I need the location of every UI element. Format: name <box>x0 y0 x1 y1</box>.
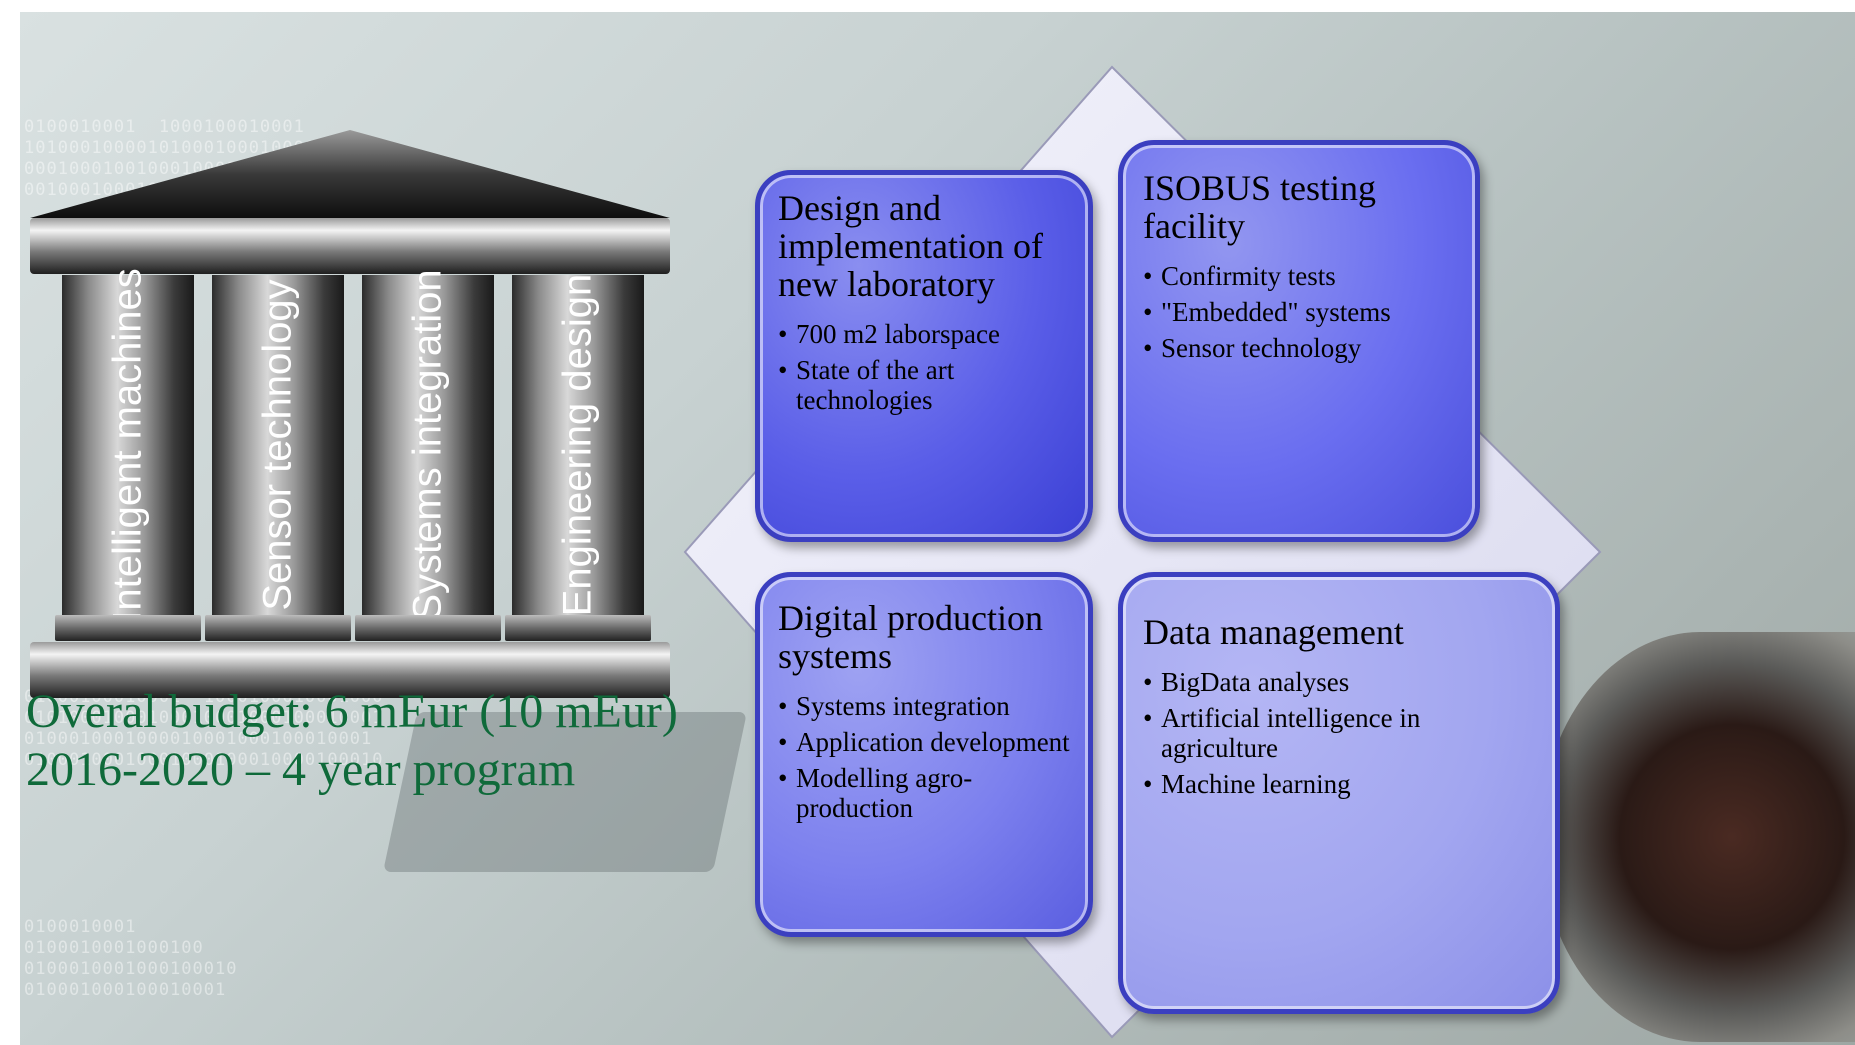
slide-background: 0100010001 1000100010001 101000100001010… <box>20 12 1855 1045</box>
list-item: Machine learning <box>1143 769 1539 799</box>
list-item: Artificial intelligence in agriculture <box>1143 703 1539 763</box>
pillar-label: Engineering design <box>555 273 600 617</box>
pillar-label: Intelligent machines <box>105 268 150 622</box>
pillar-base <box>55 615 201 641</box>
temple-architrave <box>30 218 670 274</box>
temple-foundation <box>30 642 670 698</box>
quadrant-title: Design and implementation of new laborat… <box>778 188 1043 304</box>
quadrant-digital-production: Digital production systems Systems integ… <box>755 572 1093 937</box>
quadrant-data-management: Data management BigData analyses Artific… <box>1118 572 1560 1014</box>
pillar-sensor-technology: Sensor technology <box>212 275 344 615</box>
pillar-engineering-design: Engineering design <box>512 273 644 617</box>
program-period: 2016-2020 – 4 year program <box>26 743 576 796</box>
list-item: Sensor technology <box>1143 333 1461 363</box>
list-item: Modelling agro-production <box>778 763 1076 823</box>
list-item: 700 m2 laborspace <box>778 319 1076 349</box>
list-item: BigData analyses <box>1143 667 1539 697</box>
list-item: State of the art technologies <box>778 355 1076 415</box>
quadrant-isobus: ISOBUS testing facility Confirmity tests… <box>1118 140 1480 542</box>
budget-line: Overal budget: 6 mEur (10 mEur) <box>26 685 678 738</box>
pillar-label: Systems integration <box>405 269 450 621</box>
quadrant-title: Digital production systems <box>778 598 1043 676</box>
list-item: Systems integration <box>778 691 1076 721</box>
quadrant-title: Data management <box>1143 612 1404 652</box>
temple-roof <box>30 130 670 218</box>
connector-photo <box>1540 632 1855 1042</box>
list-item: Confirmity tests <box>1143 261 1461 291</box>
pillar-intelligent-machines: Intelligent machines <box>62 268 194 622</box>
pillars-temple: Intelligent machines Sensor technology S… <box>30 130 670 705</box>
pillar-systems-integration: Systems integration <box>362 269 494 621</box>
quadrant-list: 700 m2 laborspace State of the art techn… <box>778 319 1076 415</box>
quadrant-list: Confirmity tests "Embedded" systems Sens… <box>1143 261 1461 363</box>
pillar-base <box>205 615 351 641</box>
list-item: "Embedded" systems <box>1143 297 1461 327</box>
pillar-base <box>355 615 501 641</box>
quadrant-list: BigData analyses Artificial intelligence… <box>1143 667 1539 799</box>
binary-texture: 0100010001 0100010001000100 010001000100… <box>24 917 238 1000</box>
quadrant-list: Systems integration Application developm… <box>778 691 1076 823</box>
quadrant-title: ISOBUS testing facility <box>1143 168 1377 246</box>
pillar-base <box>505 615 651 641</box>
pillar-label: Sensor technology <box>255 279 300 611</box>
list-item: Application development <box>778 727 1076 757</box>
quadrant-laboratory: Design and implementation of new laborat… <box>755 170 1093 542</box>
